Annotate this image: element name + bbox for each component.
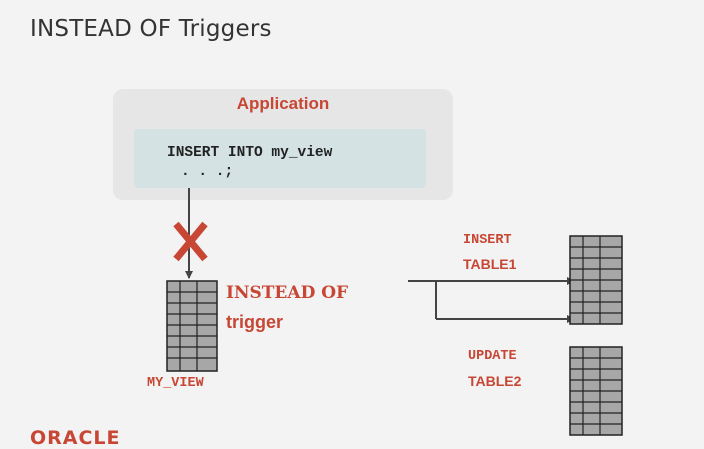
view-name-label: MY_VIEW [147, 376, 204, 391]
blocked-x-icon [173, 221, 208, 262]
action-1-verb: INSERT [463, 233, 512, 248]
oracle-logo: ORACLE [30, 427, 121, 449]
table2-icon [569, 346, 623, 436]
code-box [134, 129, 426, 188]
action-2-verb: UPDATE [468, 349, 517, 364]
table1-icon [569, 235, 623, 325]
action-1-table: TABLE1 [463, 256, 517, 272]
my-view-table-icon [166, 280, 218, 372]
action-2-table: TABLE2 [468, 373, 522, 389]
application-label: Application [236, 94, 330, 113]
code-line-2: . . .; [181, 164, 234, 180]
slide-title: INSTEAD OF Triggers [30, 16, 272, 42]
code-line-1: INSERT INTO my_view [167, 145, 333, 161]
trigger-label-line2: trigger [226, 312, 284, 332]
diagram-graphics [166, 188, 623, 436]
trigger-label-line1: INSTEAD OF [226, 283, 349, 303]
